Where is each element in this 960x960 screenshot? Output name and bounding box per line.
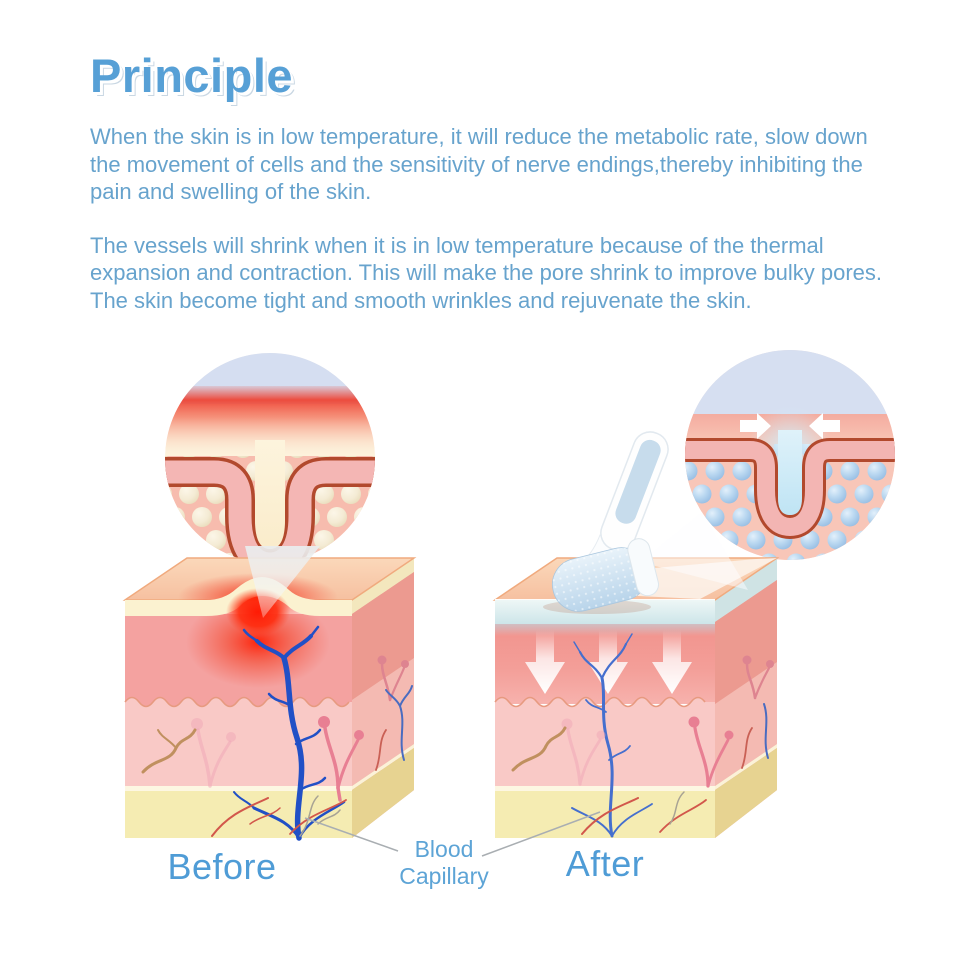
- magnifier-cone: [245, 546, 320, 618]
- right-face-vessels: [375, 655, 413, 771]
- label-blood-capillary: Blood Capillary: [374, 836, 514, 890]
- shrunk-pore: [685, 430, 895, 539]
- skin-diagram-canvas: [122, 350, 895, 857]
- principle-paragraph-1: When the skin is in low temperature, it …: [90, 124, 868, 204]
- label-blood-capillary-line1: Blood: [414, 836, 474, 862]
- hair-follicles-before: [141, 716, 364, 802]
- lower-dermis-layer-after: [495, 697, 715, 786]
- header: Principle When the skin is in low temper…: [90, 48, 900, 340]
- after-right-face: [715, 558, 777, 838]
- roller-bracket: [627, 538, 660, 597]
- blood-vessel-after: [571, 633, 653, 838]
- principle-paragraph-2: The vessels will shrink when it is in lo…: [90, 232, 882, 313]
- capillary-connector-lines: [304, 811, 601, 857]
- lower-dermis-layer: [125, 697, 352, 786]
- principle-diagram: [0, 340, 960, 900]
- before-front-face: [124, 577, 364, 841]
- before-right-face: [352, 558, 414, 838]
- label-blood-capillary-line2: Capillary: [399, 863, 489, 889]
- ice-roller: [543, 431, 669, 614]
- cooling-down-arrows-icon: [525, 630, 692, 694]
- capillaries-after: [581, 791, 707, 835]
- right-face-vessels-after: [741, 655, 774, 769]
- label-before: Before: [167, 846, 277, 887]
- after-skin-block: [492, 557, 780, 838]
- label-after: After: [565, 843, 645, 884]
- page-title: Principle: [90, 49, 294, 102]
- fat-layer: [125, 791, 352, 838]
- enlarged-pore: [165, 440, 375, 563]
- before-skin-block: [122, 557, 417, 841]
- roller-drum: [552, 538, 660, 612]
- magnifier-beam: [640, 512, 748, 590]
- shrink-arrows-icon: [740, 413, 840, 439]
- roller-handle: [600, 431, 669, 552]
- capillaries-before: [211, 795, 347, 837]
- before-pore-inset: [165, 353, 375, 563]
- inset-sky-after: [685, 350, 895, 414]
- hair-follicles-after: [511, 716, 734, 788]
- after-front-face: [494, 599, 734, 838]
